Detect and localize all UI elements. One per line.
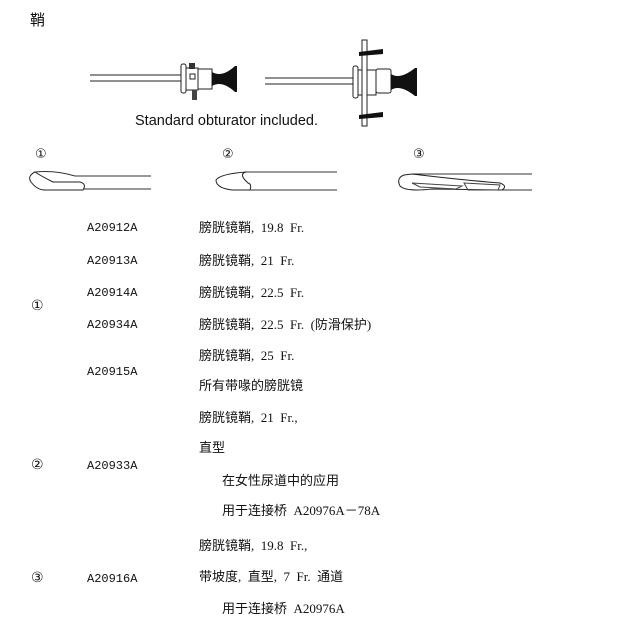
figure-caption: Standard obturator included. [135, 113, 318, 129]
tip-3-illustration [398, 173, 532, 191]
product-description: 膀胱镜鞘, 25 Fr. [199, 348, 295, 363]
product-description: 膀胱镜鞘, 21 Fr. [199, 253, 295, 268]
product-description: 所有带喙的膀胱镜 [199, 378, 304, 393]
product-code: A20914A [87, 286, 138, 300]
product-description: 膀胱镜鞘, 22.5 Fr. [199, 285, 305, 300]
product-description: 直型 [199, 440, 226, 455]
product-description: 用于连接桥 A20976A [222, 601, 345, 616]
product-description: 膀胱镜鞘, 19.8 Fr. [199, 220, 305, 235]
tip-2-illustration [215, 171, 337, 191]
group-marker: ② [31, 457, 44, 473]
section-title: 鞘 [30, 13, 46, 29]
product-description: 在女性尿道中的应用 [222, 473, 340, 488]
product-code: A20913A [87, 254, 138, 268]
sheath-with-obturator-illustration [90, 63, 237, 100]
product-description: 带坡度, 直型, 7 Fr. 通道 [199, 569, 344, 584]
product-code: A20912A [87, 221, 138, 235]
product-code: A20916A [87, 572, 138, 586]
group-marker: ③ [31, 570, 44, 586]
product-description: 用于连接桥 A20976A－78A [222, 503, 381, 518]
sheath-with-stopcocks-illustration [265, 39, 417, 127]
tip-label: ① [35, 147, 47, 162]
product-description: 膀胱镜鞘, 19.8 Fr., [199, 538, 308, 553]
product-description: 膀胱镜鞘, 22.5 Fr. (防滑保护) [199, 317, 372, 332]
product-code: A20933A [87, 459, 138, 473]
group-marker: ① [31, 298, 44, 314]
product-code: A20934A [87, 318, 138, 332]
product-code: A20915A [87, 365, 138, 379]
product-description: 膀胱镜鞘, 21 Fr., [199, 410, 298, 425]
tip-label: ② [222, 147, 234, 162]
tip-label: ③ [413, 147, 425, 162]
tip-1-illustration [29, 171, 151, 191]
